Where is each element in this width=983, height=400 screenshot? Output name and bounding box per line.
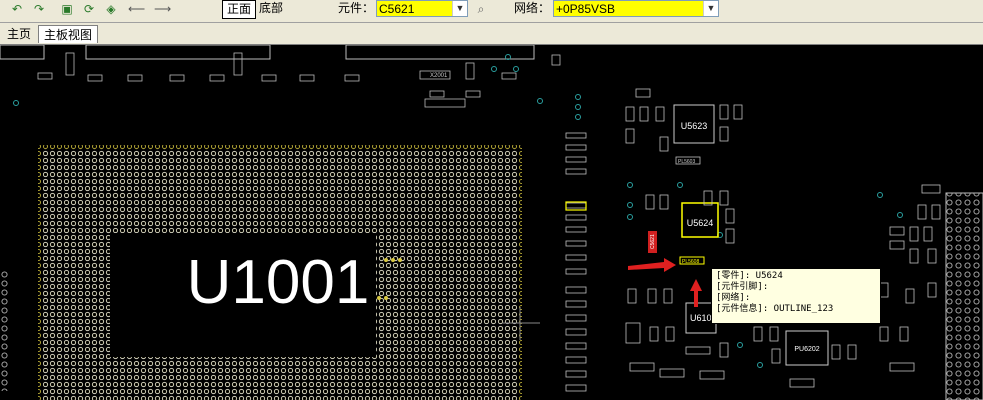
zoom-icon[interactable]: ◈	[106, 2, 116, 16]
chip-label-u5623: U5623	[681, 121, 708, 131]
board-view[interactable]: X2001 U1001 U5623 U5624 U6101 PU6202	[0, 45, 983, 400]
main-chip-label[interactable]: U1001	[187, 248, 370, 317]
connector-right	[945, 192, 983, 400]
chip-u5624[interactable]	[681, 202, 719, 238]
toolbar: ↶ ↷ ▣ ⟳ ◈ ⟵ ⟶ 正面 底部 元件： C5621 ▼ ⌕ 网络： +0…	[0, 0, 983, 23]
zoom-fit-icon[interactable]: ▣	[61, 2, 73, 16]
highlight-pad	[679, 256, 705, 265]
component-value: C5621	[379, 2, 415, 16]
edge-connector	[85, 45, 271, 60]
chevron-down-icon[interactable]: ▼	[703, 1, 718, 16]
front-face-button[interactable]: 正面	[222, 0, 256, 19]
chip-label-pu6202: PU6202	[794, 346, 819, 353]
chevron-down-icon[interactable]: ▼	[452, 1, 467, 16]
edge-connector	[345, 45, 535, 60]
red-arrow-icon	[628, 258, 676, 272]
board-label-c5621: C5621	[650, 234, 656, 249]
search-icon[interactable]: ⌕	[477, 2, 485, 16]
tooltip-part: [零件]: U5624	[716, 271, 783, 281]
back-arrow-icon[interactable]: ⟵	[128, 2, 146, 16]
undo-icon[interactable]: ↶	[11, 2, 23, 16]
net-value: +0P85VSB	[556, 2, 616, 16]
board-label-pl5608: PL5608	[682, 259, 699, 265]
chip-pu6202[interactable]	[785, 330, 829, 366]
bottom-face-label[interactable]: 底部	[259, 1, 284, 15]
chip-u5623[interactable]	[673, 104, 715, 144]
highlight-pad	[565, 201, 587, 211]
refresh-icon[interactable]: ⟳	[83, 2, 95, 16]
redo-icon[interactable]: ↷	[33, 2, 45, 16]
tooltip-info: [元件信息]: OUTLINE_123	[716, 304, 834, 314]
tooltip-pin: [元件引脚]:	[716, 282, 769, 292]
net-label: 网络：	[514, 1, 551, 15]
net-select[interactable]: +0P85VSB ▼	[553, 0, 719, 17]
chip-label-u6101: U6101	[690, 313, 717, 323]
bga-center	[110, 233, 376, 357]
tab-home[interactable]: 主页	[7, 27, 32, 41]
component-label: 元件：	[338, 1, 375, 15]
component-select[interactable]: C5621 ▼	[376, 0, 468, 17]
tooltip-net: [网络]:	[716, 293, 751, 303]
tab-board-view[interactable]: 主板视图	[38, 25, 99, 43]
chip-label-u5624: U5624	[687, 218, 714, 228]
board-label-x2001: X2001	[430, 73, 448, 79]
edge-connector	[0, 45, 45, 60]
board-label-pl5603: PL5603	[678, 159, 695, 165]
forward-arrow-icon[interactable]: ⟶	[154, 2, 172, 16]
component-c5621[interactable]	[648, 231, 657, 253]
red-arrow-icon	[690, 279, 702, 307]
tab-bar: 主页 主板视图	[0, 23, 983, 45]
component-tooltip: [零件]: U5624 [元件引脚]: [网络]: [元件信息]: OUTLIN…	[711, 268, 881, 324]
